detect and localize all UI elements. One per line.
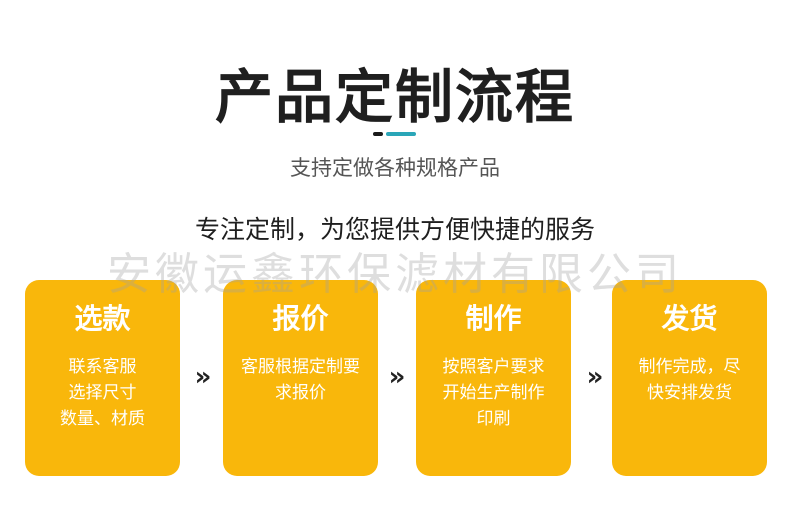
step-desc-line: 数量、材质 [60,409,145,429]
page-subtitle: 支持定做各种规格产品 [290,156,500,180]
step-description: 按照客户要求 开始生产制作 印刷 [422,354,565,432]
step-card-select: 选款 联系客服 选择尺寸 数量、材质 [25,280,180,476]
step-desc-line: 选择尺寸 [68,383,137,403]
step-desc-line: 制作完成，尽 [638,357,741,377]
step-description: 联系客服 选择尺寸 数量、材质 [31,354,174,432]
step-description: 制作完成，尽 快安排发货 [618,354,761,406]
double-chevron-right-icon: » [388,362,406,392]
step-card-production: 制作 按照客户要求 开始生产制作 印刷 [416,280,571,476]
step-desc-line: 开始生产制作 [442,383,545,403]
step-desc-line: 联系客服 [68,357,137,377]
title-accent-dark [373,132,383,136]
page-title: 产品定制流程 [214,63,575,131]
double-chevron-right-icon: » [194,362,212,392]
step-desc-line: 按照客户要求 [442,357,545,377]
step-desc-line: 客服根据定制要 [241,357,360,377]
step-description: 客服根据定制要 求报价 [229,354,372,406]
step-title: 制作 [465,302,522,335]
step-desc-line: 快安排发货 [647,383,732,403]
step-title: 发货 [661,302,718,335]
step-desc-line: 印刷 [476,409,511,429]
step-desc-line: 求报价 [275,383,326,403]
step-card-shipping: 发货 制作完成，尽 快安排发货 [612,280,767,476]
service-tagline: 专注定制，为您提供方便快捷的服务 [194,215,595,244]
step-title: 选款 [74,302,131,335]
step-title: 报价 [272,302,329,335]
title-accent-teal [386,132,416,136]
step-card-quote: 报价 客服根据定制要 求报价 [223,280,378,476]
double-chevron-right-icon: » [586,362,604,392]
